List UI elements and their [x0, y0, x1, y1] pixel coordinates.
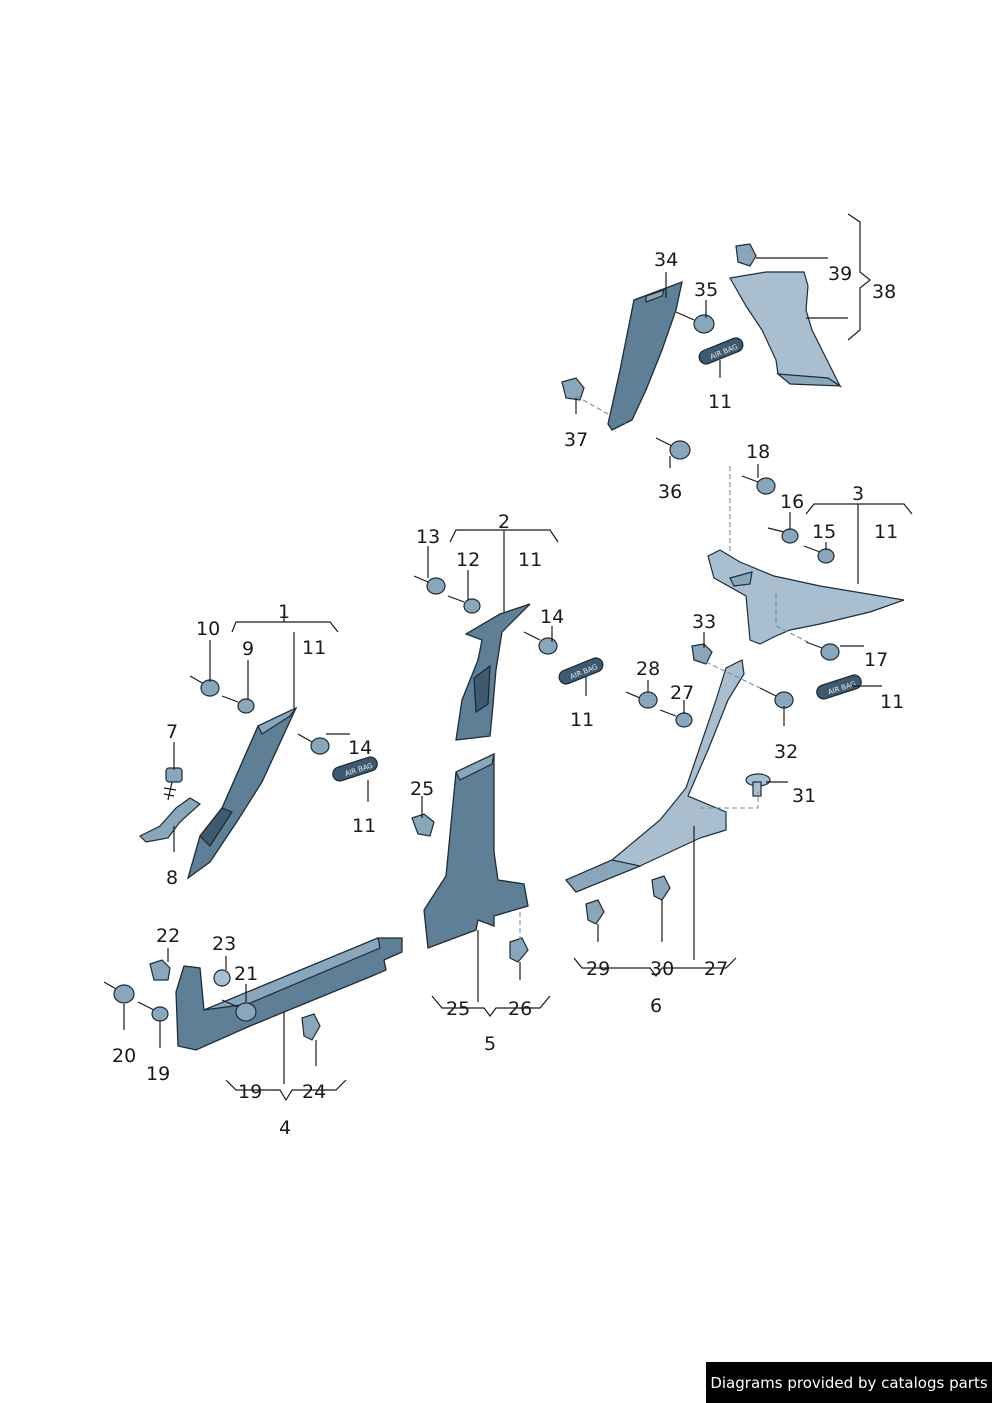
catalog-credit-text: Diagrams provided by catalogs parts	[710, 1373, 988, 1392]
callout-28: 28	[636, 658, 660, 680]
clip-part-30[interactable]	[651, 875, 671, 901]
assembly-lines	[519, 395, 809, 940]
screw-part-15[interactable]	[803, 545, 835, 564]
callout-24: 24	[302, 1081, 326, 1103]
callout-15: 15	[812, 521, 836, 543]
callout-16: 16	[780, 491, 804, 513]
screw-part-27[interactable]	[659, 709, 693, 728]
callout-30: 30	[650, 958, 674, 980]
callout-3: 3	[852, 483, 864, 505]
callout-11-c: 11	[518, 549, 542, 571]
callout-20: 20	[112, 1045, 136, 1067]
leader-lines	[123, 213, 913, 1102]
callout-9: 9	[242, 638, 254, 660]
b-pillar-lower-trim[interactable]	[423, 752, 529, 949]
callout-29: 29	[586, 958, 610, 980]
rear-sill-trim[interactable]	[565, 659, 745, 893]
clip-part-37[interactable]	[561, 377, 585, 401]
callout-37: 37	[564, 429, 588, 451]
callout-22: 22	[156, 925, 180, 947]
screw-part-16[interactable]	[767, 527, 799, 544]
callout-8: 8	[166, 867, 178, 889]
callout-17: 17	[864, 649, 888, 671]
callout-19-a: 19	[146, 1063, 170, 1085]
callout-14-a: 14	[348, 737, 372, 759]
callout-labels: 1 11 10 9 7 8 14 11 2 11 13 12 14 11 25 …	[112, 249, 904, 1139]
callout-33: 33	[692, 611, 716, 633]
callout-13: 13	[416, 526, 440, 548]
callout-27-b: 27	[704, 958, 728, 980]
callout-6: 6	[650, 995, 662, 1017]
callout-32: 32	[774, 741, 798, 763]
screw-part-17[interactable]	[805, 641, 840, 661]
callout-36: 36	[658, 481, 682, 503]
callout-25-b: 25	[446, 998, 470, 1020]
callout-34: 34	[654, 249, 678, 271]
callout-21: 21	[234, 963, 258, 985]
pin-part-31[interactable]	[745, 773, 771, 797]
d-pillar-trim[interactable]	[607, 280, 683, 431]
screw-part-20[interactable]	[103, 981, 135, 1004]
callout-11-a: 11	[302, 637, 326, 659]
screw-part-35[interactable]	[675, 311, 715, 334]
airbag-tag-a[interactable]: AIR BAG	[331, 755, 379, 783]
callout-39: 39	[828, 263, 852, 285]
callout-1: 1	[278, 601, 290, 623]
catalog-credit-banner: Diagrams provided by catalogs parts	[706, 1362, 992, 1403]
callout-25-a: 25	[410, 778, 434, 800]
callout-14-b: 14	[540, 606, 564, 628]
screw-part-7[interactable]	[163, 767, 183, 801]
screw-part-32[interactable]	[759, 687, 794, 709]
bracket-part-8[interactable]	[138, 797, 202, 843]
callout-10: 10	[196, 618, 220, 640]
sill-trim[interactable]	[175, 937, 403, 1051]
screw-part-36[interactable]	[655, 437, 691, 460]
callout-18: 18	[746, 441, 770, 463]
screw-part-14a[interactable]	[297, 733, 330, 755]
a-pillar-trim[interactable]	[186, 706, 298, 880]
screw-part-18[interactable]	[741, 475, 776, 495]
callout-2: 2	[498, 511, 510, 533]
callout-4: 4	[279, 1117, 291, 1139]
callout-38: 38	[872, 281, 896, 303]
clip-part-22[interactable]	[149, 959, 171, 981]
airbag-tag-d[interactable]: AIR BAG	[697, 336, 745, 366]
callout-19-b: 19	[238, 1081, 262, 1103]
screw-part-19[interactable]	[137, 1001, 169, 1022]
screw-part-12[interactable]	[447, 595, 481, 614]
callout-12: 12	[456, 549, 480, 571]
callout-7: 7	[166, 721, 178, 743]
screw-part-10[interactable]	[189, 675, 220, 697]
callout-26: 26	[508, 998, 532, 1020]
screw-part-13[interactable]	[413, 575, 446, 595]
airbag-tag-c[interactable]: AIR BAG	[815, 673, 863, 701]
callout-23: 23	[212, 933, 236, 955]
callout-35: 35	[694, 279, 718, 301]
clip-part-33[interactable]	[691, 643, 713, 665]
callout-31: 31	[792, 785, 816, 807]
airbag-tag-b[interactable]: AIR BAG	[557, 656, 605, 686]
callout-11-e: 11	[874, 521, 898, 543]
callout-27-a: 27	[670, 682, 694, 704]
b-pillar-upper-trim[interactable]	[455, 603, 531, 741]
screw-part-28[interactable]	[625, 691, 658, 709]
rear-quarter-trim[interactable]	[729, 271, 843, 388]
callout-11-f: 11	[880, 691, 904, 713]
clip-part-24[interactable]	[301, 1013, 321, 1041]
clip-part-25[interactable]	[411, 813, 435, 837]
c-pillar-upper-trim[interactable]	[707, 549, 905, 645]
plug-part-23[interactable]	[213, 969, 231, 987]
clip-part-29[interactable]	[585, 899, 605, 925]
screw-part-21[interactable]	[221, 999, 257, 1022]
callout-11-b: 11	[352, 815, 376, 837]
callout-11-g: 11	[708, 391, 732, 413]
callout-11-d: 11	[570, 709, 594, 731]
clip-part-26[interactable]	[509, 937, 529, 963]
clip-part-39[interactable]	[735, 243, 757, 267]
callout-5: 5	[484, 1033, 496, 1055]
screw-part-9[interactable]	[221, 695, 255, 714]
